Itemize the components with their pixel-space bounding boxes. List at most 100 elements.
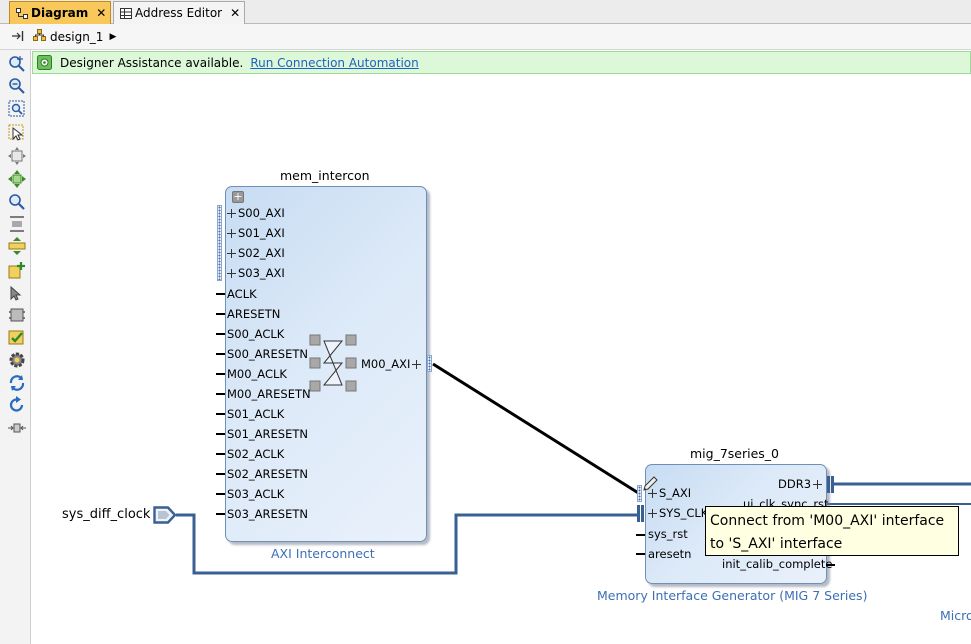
port-aclk[interactable]: ACLK	[227, 287, 257, 301]
pin-line	[216, 433, 225, 435]
zoom-in-icon[interactable]	[8, 55, 26, 73]
ports-icon[interactable]	[8, 419, 26, 437]
external-port-connector[interactable]	[153, 506, 177, 524]
pin-line	[636, 534, 645, 536]
master-bus-connector[interactable]	[427, 355, 432, 372]
breadcrumb-design: design_1	[50, 29, 104, 44]
search-icon[interactable]	[8, 193, 26, 211]
expand-port-icon[interactable]	[813, 480, 823, 489]
diagram-toolbar	[0, 50, 31, 644]
close-icon[interactable]: ✕	[96, 6, 107, 20]
move-icon[interactable]	[8, 147, 26, 165]
chevron-right-icon: ▶	[109, 31, 117, 42]
crossbar-icon	[309, 334, 357, 392]
port-s01-aclk[interactable]: S01_ACLK	[227, 407, 285, 421]
port-s03-aresetn[interactable]: S03_ARESETN	[227, 507, 308, 521]
port-s01-aresetn[interactable]: S01_ARESETN	[227, 427, 308, 441]
port-s-axi[interactable]: S_AXI	[648, 486, 691, 500]
diagram-icon	[16, 7, 28, 19]
pin-line	[216, 293, 225, 295]
table-icon	[120, 7, 132, 19]
port-s03-aclk[interactable]: S03_ACLK	[227, 487, 285, 501]
tooltip-line-1: Connect from 'M00_AXI' interface	[710, 513, 945, 529]
port-m00-aresetn[interactable]: M00_ARESETN	[227, 387, 311, 401]
port-s03-axi[interactable]: S03_AXI	[227, 266, 285, 280]
expand-port-icon[interactable]	[648, 509, 657, 518]
breadcrumb[interactable]: design_1 ▶	[33, 29, 116, 44]
ddr3-bus-connector[interactable]	[827, 476, 830, 493]
expand-icon[interactable]	[8, 237, 26, 255]
port-s02-axi[interactable]: S02_AXI	[227, 246, 285, 260]
editor-tab-bar: Diagram ✕ Address Editor ✕	[0, 0, 971, 24]
stretch-icon[interactable]	[8, 215, 26, 233]
expand-port-icon[interactable]	[227, 249, 236, 258]
zoom-out-icon[interactable]	[8, 77, 26, 95]
expand-port-icon[interactable]	[227, 209, 236, 218]
pin-line	[216, 333, 225, 335]
wire-sys-diff-clock	[176, 513, 638, 575]
pin-line	[216, 413, 225, 415]
pin-line	[216, 353, 225, 355]
axi-interconnect-block[interactable]: +	[225, 186, 427, 542]
hierarchy-icon	[33, 29, 46, 44]
add-ip-icon[interactable]	[8, 261, 26, 279]
port-m00-axi[interactable]: M00_AXI	[361, 357, 423, 371]
sys-clk-bus-connector[interactable]	[637, 505, 640, 522]
refresh-icon[interactable]	[8, 396, 26, 414]
s-axi-bus-connector[interactable]	[637, 485, 642, 502]
port-sys-clk[interactable]: SYS_CLK	[648, 506, 708, 520]
close-icon[interactable]: ✕	[230, 6, 241, 20]
zoom-fit-icon[interactable]	[8, 100, 26, 118]
interconnect-ip-name: AXI Interconnect	[271, 546, 375, 561]
port-ddr3[interactable]: DDR3	[778, 477, 824, 491]
port-s00-axi[interactable]: S00_AXI	[227, 206, 285, 220]
select-icon[interactable]	[8, 124, 26, 142]
port-s00-aclk[interactable]: S00_ACLK	[227, 327, 285, 341]
port-s01-axi[interactable]: S01_AXI	[227, 226, 285, 240]
pointer-icon[interactable]	[8, 284, 26, 302]
validate-icon[interactable]	[8, 329, 26, 347]
regenerate-icon[interactable]	[8, 374, 26, 392]
connection-tooltip: Connect from 'M00_AXI' interface to 'S_A…	[705, 506, 959, 556]
pin-line	[216, 373, 225, 375]
port-aresetn-mig[interactable]: aresetn	[648, 547, 692, 561]
expand-block-icon[interactable]: +	[232, 190, 244, 203]
port-s02-aresetn[interactable]: S02_ARESETN	[227, 467, 308, 481]
assistance-icon	[37, 55, 52, 70]
port-m00-aclk[interactable]: M00_ACLK	[227, 367, 287, 381]
external-port-label: sys_diff_clock	[62, 507, 151, 522]
sys-clk-bus-connector-2	[641, 505, 644, 522]
expand-port-icon[interactable]	[227, 229, 236, 238]
run-connection-automation-link[interactable]: Run Connection Automation	[250, 55, 419, 70]
pin-line	[216, 493, 225, 495]
pencil-cursor-icon	[643, 476, 658, 491]
assistance-message: Designer Assistance available.	[60, 55, 244, 70]
wire-m00axi-to-saxi	[432, 362, 641, 496]
add-module-icon[interactable]	[8, 306, 26, 324]
pin-line	[216, 453, 225, 455]
pin-line	[216, 313, 225, 315]
pin-line	[636, 553, 645, 555]
mig-ip-name: Memory Interface Generator (MIG 7 Series…	[597, 588, 868, 603]
slave-bus-connectors[interactable]	[217, 205, 222, 281]
pin-line	[216, 513, 225, 515]
settings-icon[interactable]	[8, 351, 26, 369]
pin-line	[216, 473, 225, 475]
port-s00-aresetn[interactable]: S00_ARESETN	[227, 347, 308, 361]
tab-address-editor[interactable]: Address Editor ✕	[113, 1, 246, 24]
collapse-icon[interactable]	[11, 29, 25, 46]
tab-label: Address Editor	[135, 6, 223, 20]
expand-port-icon[interactable]	[227, 269, 236, 278]
port-s02-aclk[interactable]: S02_ACLK	[227, 447, 285, 461]
auto-layout-icon[interactable]	[8, 170, 26, 188]
breadcrumb-bar: design_1 ▶	[0, 24, 971, 50]
port-aresetn[interactable]: ARESETN	[227, 307, 281, 321]
port-sys-rst[interactable]: sys_rst	[648, 527, 688, 541]
tab-diagram[interactable]: Diagram ✕	[9, 1, 112, 24]
port-init-calib-complete[interactable]: init_calib_complete	[722, 557, 833, 571]
expand-port-icon[interactable]	[648, 489, 657, 498]
expand-port-icon[interactable]	[412, 360, 422, 369]
tooltip-line-2: to 'S_AXI' interface	[710, 536, 843, 552]
designer-assistance-banner: Designer Assistance available. Run Conne…	[32, 51, 971, 74]
